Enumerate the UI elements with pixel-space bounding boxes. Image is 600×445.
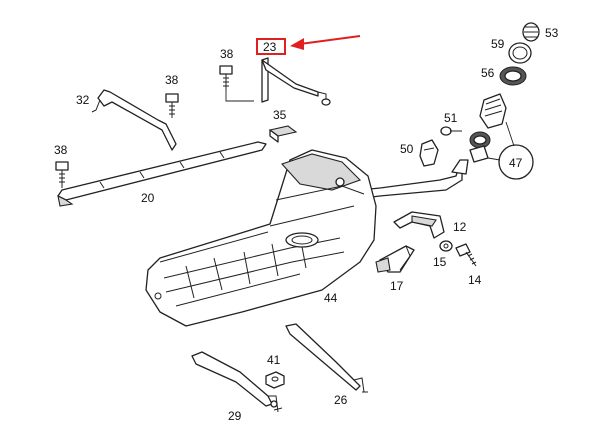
highlight-arrowhead (290, 38, 304, 50)
label-12: 12 (453, 220, 467, 234)
part-15-washer (439, 240, 453, 252)
part-38-bolt-top (219, 65, 254, 102)
label-23: 23 (263, 40, 277, 54)
part-53-cap (522, 22, 540, 42)
label-53: 53 (545, 26, 559, 40)
label-59: 59 (491, 37, 505, 51)
part-14-bolt (455, 243, 477, 267)
part-51-screw (440, 126, 462, 136)
label-32: 32 (76, 93, 90, 107)
part-35-pad (268, 125, 298, 143)
label-17: 17 (390, 279, 404, 293)
label-44: 44 (324, 291, 338, 305)
label-56: 56 (481, 66, 495, 80)
label-20: 20 (141, 191, 155, 205)
highlight-box (256, 38, 286, 55)
part-41-nut (265, 371, 285, 389)
part-29-strap (191, 351, 283, 413)
label-14: 14 (468, 273, 482, 287)
part-47-filler-neck (469, 93, 534, 180)
label-38-mid: 38 (165, 73, 179, 87)
part-38-bolt-left (55, 161, 69, 188)
part-17-clip (375, 245, 415, 273)
label-51: 51 (444, 111, 458, 125)
label-38-top: 38 (220, 47, 234, 61)
part-38-bolt-mid (165, 93, 179, 118)
part-20-long-strap (57, 141, 267, 207)
part-50-clamp (419, 139, 439, 167)
label-41: 41 (267, 353, 281, 367)
label-29: 29 (228, 409, 242, 423)
label-47: 47 (509, 156, 523, 170)
label-26: 26 (334, 393, 348, 407)
part-26-strap (285, 323, 368, 393)
label-15: 15 (433, 255, 447, 269)
part-44-fuel-tank (145, 149, 377, 327)
part-23-bracket (261, 57, 331, 106)
label-50: 50 (400, 142, 414, 156)
highlight-arrow (299, 35, 361, 45)
part-56-seal (499, 66, 527, 86)
part-12-bracket (393, 211, 445, 239)
part-32-strap (91, 89, 177, 151)
part-59-ring (508, 42, 532, 64)
label-35: 35 (273, 108, 287, 122)
label-38-left: 38 (54, 143, 68, 157)
